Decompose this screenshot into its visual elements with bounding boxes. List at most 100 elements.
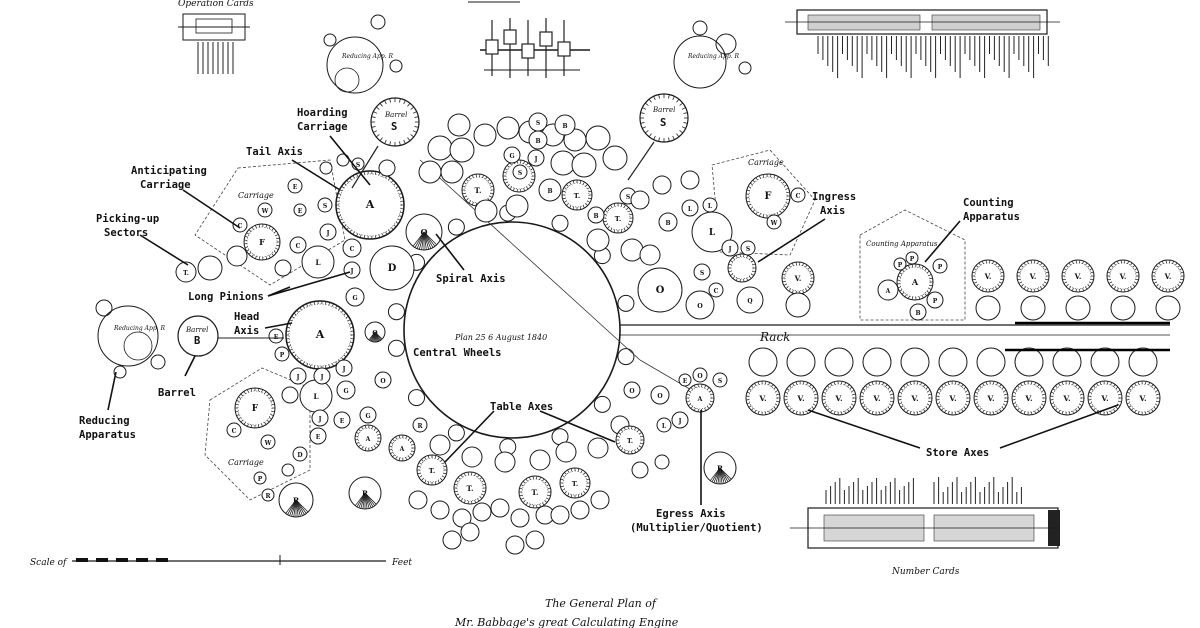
counting-apparatus-label-2: Apparatus xyxy=(963,211,1020,223)
wheel-letter: E xyxy=(683,378,688,385)
wheel: R xyxy=(278,482,314,518)
wheel xyxy=(785,292,811,318)
wheel: O xyxy=(685,290,715,320)
top-right-card-reader xyxy=(785,9,1060,78)
wheel: P xyxy=(932,258,948,274)
wheel: A xyxy=(877,279,899,301)
wheel-letter: V. xyxy=(758,394,767,403)
wheel-letter: V. xyxy=(984,272,992,281)
wheel: C xyxy=(790,187,806,203)
wheel: B xyxy=(554,114,576,136)
wheel-letter: Q xyxy=(747,298,752,305)
wheel-letter: A xyxy=(365,436,371,443)
wheel-letter: G xyxy=(509,153,514,160)
wheel xyxy=(555,441,577,463)
wheel: T. xyxy=(453,471,487,505)
wheel-letter: R xyxy=(717,464,724,473)
picking-up-sectors-label-2: Sectors xyxy=(104,227,148,239)
wheel-letter: P xyxy=(910,256,915,263)
wheel: V. xyxy=(897,380,933,416)
wheel-letter: V. xyxy=(796,394,805,403)
wheel-letter: T. xyxy=(429,467,436,475)
reducing-apparatus-top-right: Reducing App. R Barrel S xyxy=(639,20,752,143)
wheel xyxy=(976,347,1006,377)
wheel: L xyxy=(656,417,672,433)
wheel-letter: F xyxy=(252,404,259,414)
wheel: F xyxy=(745,173,791,219)
wheel-letter: A xyxy=(365,198,375,211)
spiral-axis-label: Spiral Axis xyxy=(436,273,506,285)
wheel: V. xyxy=(971,259,1005,293)
wheel: O xyxy=(637,267,683,313)
wheel xyxy=(197,255,223,281)
wheel-letter: C xyxy=(714,288,719,295)
wheel-letter: D xyxy=(297,452,302,459)
wheel-letter: B xyxy=(535,138,540,145)
wheel xyxy=(975,295,1001,321)
wheel: B xyxy=(658,212,678,232)
wheel xyxy=(602,145,628,171)
head-axis-label-1: Head xyxy=(234,311,259,323)
wheel-letter: P xyxy=(898,262,903,269)
wheel xyxy=(510,508,530,528)
wheel-letter: S xyxy=(626,194,630,201)
wheel: R xyxy=(348,476,382,510)
wheel-letter: O xyxy=(372,330,377,337)
wheel-letter: L xyxy=(709,228,716,238)
wheel: C xyxy=(226,422,242,438)
wheel-letter: P xyxy=(280,352,285,359)
reducing-left-label: Reducing App. R xyxy=(113,325,165,332)
wheel: L xyxy=(681,199,699,217)
wheel: F xyxy=(243,223,281,261)
wheel: J xyxy=(335,359,353,377)
wheel: C xyxy=(342,238,362,258)
wheel xyxy=(680,170,700,190)
wheel-letter: V. xyxy=(834,394,843,403)
wheel xyxy=(529,449,551,471)
feet-label: Feet xyxy=(391,558,412,568)
plan-date-label: Plan 25 6 August 1840 xyxy=(454,333,547,342)
wheel: E xyxy=(309,427,327,445)
wheel-letter: G xyxy=(365,413,370,420)
reducing-apparatus-top-left: Reducing App. R Barrel S xyxy=(323,14,420,147)
barrel-left-letter: B xyxy=(194,335,200,347)
wheel: V. xyxy=(935,380,971,416)
wheel: D xyxy=(369,245,415,291)
wheel: S xyxy=(712,372,728,388)
wheel xyxy=(862,347,892,377)
wheel: J xyxy=(319,223,337,241)
wheel: G xyxy=(503,146,521,164)
wheel-letter: W xyxy=(264,440,272,447)
wheel xyxy=(590,490,610,510)
wheel: J xyxy=(343,261,361,279)
wheel: F xyxy=(234,387,276,429)
wheel-letter: T. xyxy=(615,215,622,223)
wheel: B xyxy=(538,178,562,202)
wheel-letter: R xyxy=(266,493,272,500)
wheel: V. xyxy=(1061,259,1095,293)
barrel-top-left-label: Barrel xyxy=(384,111,407,119)
wheel-letter: S xyxy=(323,203,327,210)
wheel: R xyxy=(261,488,275,502)
wheel: V. xyxy=(1151,259,1185,293)
wheel-letter: F xyxy=(259,237,265,247)
wheel-letter: O xyxy=(629,388,634,395)
rack: Rack xyxy=(620,321,1170,352)
wheel xyxy=(1128,347,1158,377)
wheel: A xyxy=(285,300,355,370)
wheel: T. xyxy=(518,475,552,509)
wheel-letter: V. xyxy=(1138,394,1147,403)
wheel-letter: A xyxy=(911,277,919,287)
wheel xyxy=(505,194,529,218)
wheel: V. xyxy=(1125,380,1161,416)
reducing-apparatus-label-1: Reducing xyxy=(79,415,130,427)
wheel-letter: V. xyxy=(872,394,881,403)
wheel xyxy=(449,137,475,163)
ingress-axis-label-2: Axis xyxy=(820,205,845,217)
wheel-letter: A xyxy=(315,328,325,341)
wheel: T. xyxy=(416,454,448,486)
wheel xyxy=(281,463,295,477)
wheel-letter: V. xyxy=(948,394,957,403)
wheel-letter: L xyxy=(688,206,693,213)
